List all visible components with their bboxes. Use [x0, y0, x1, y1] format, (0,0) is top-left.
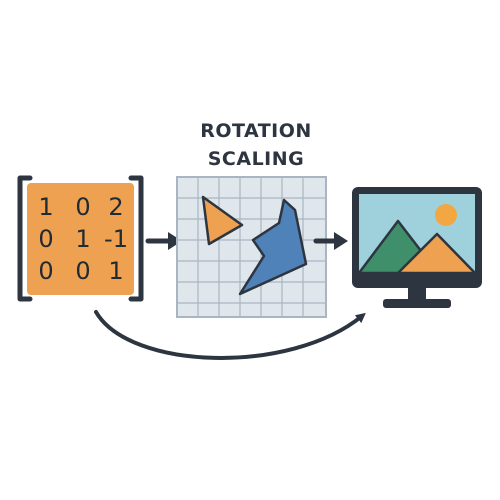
matrix-cell-r3c2: 0: [75, 257, 90, 285]
front-mountain: [396, 232, 477, 275]
matrix-cell-r3c3: 1: [108, 257, 123, 285]
matrix-cell-r1c1: 1: [38, 193, 53, 221]
matrix-cell-r3c1: 0: [38, 257, 53, 285]
blue-polygon-shape: [238, 198, 308, 296]
matrix-cell-r1c2: 0: [75, 193, 90, 221]
monitor-neck: [408, 288, 426, 300]
matrix-cell-r2c1: 0: [38, 225, 53, 253]
matrix-left-bracket: [17, 175, 33, 302]
matrix-cell-r1c3: 2: [108, 193, 123, 221]
orange-triangle-shape: [201, 195, 244, 246]
curved-arrow-icon: [94, 310, 366, 360]
matrix-background: [27, 183, 134, 295]
right-arrow-icon: [313, 232, 348, 250]
monitor-stand: [383, 299, 451, 308]
caption-rotation: ROTATION: [200, 120, 312, 142]
transformed-shapes-grid-icon: [176, 176, 327, 318]
caption-scaling: SCALING: [208, 148, 305, 170]
monitor-image-icon: [352, 187, 482, 308]
sun-icon: [435, 204, 457, 226]
right-arrow-icon: [145, 232, 182, 250]
matrix-cell-r2c3: -1: [104, 225, 128, 253]
matrix-right-bracket: [128, 175, 144, 302]
transformation-matrix-icon: 1 0 2 0 1 -1 0 0 1: [17, 175, 144, 302]
matrix-cell-r2c2: 1: [75, 225, 90, 253]
